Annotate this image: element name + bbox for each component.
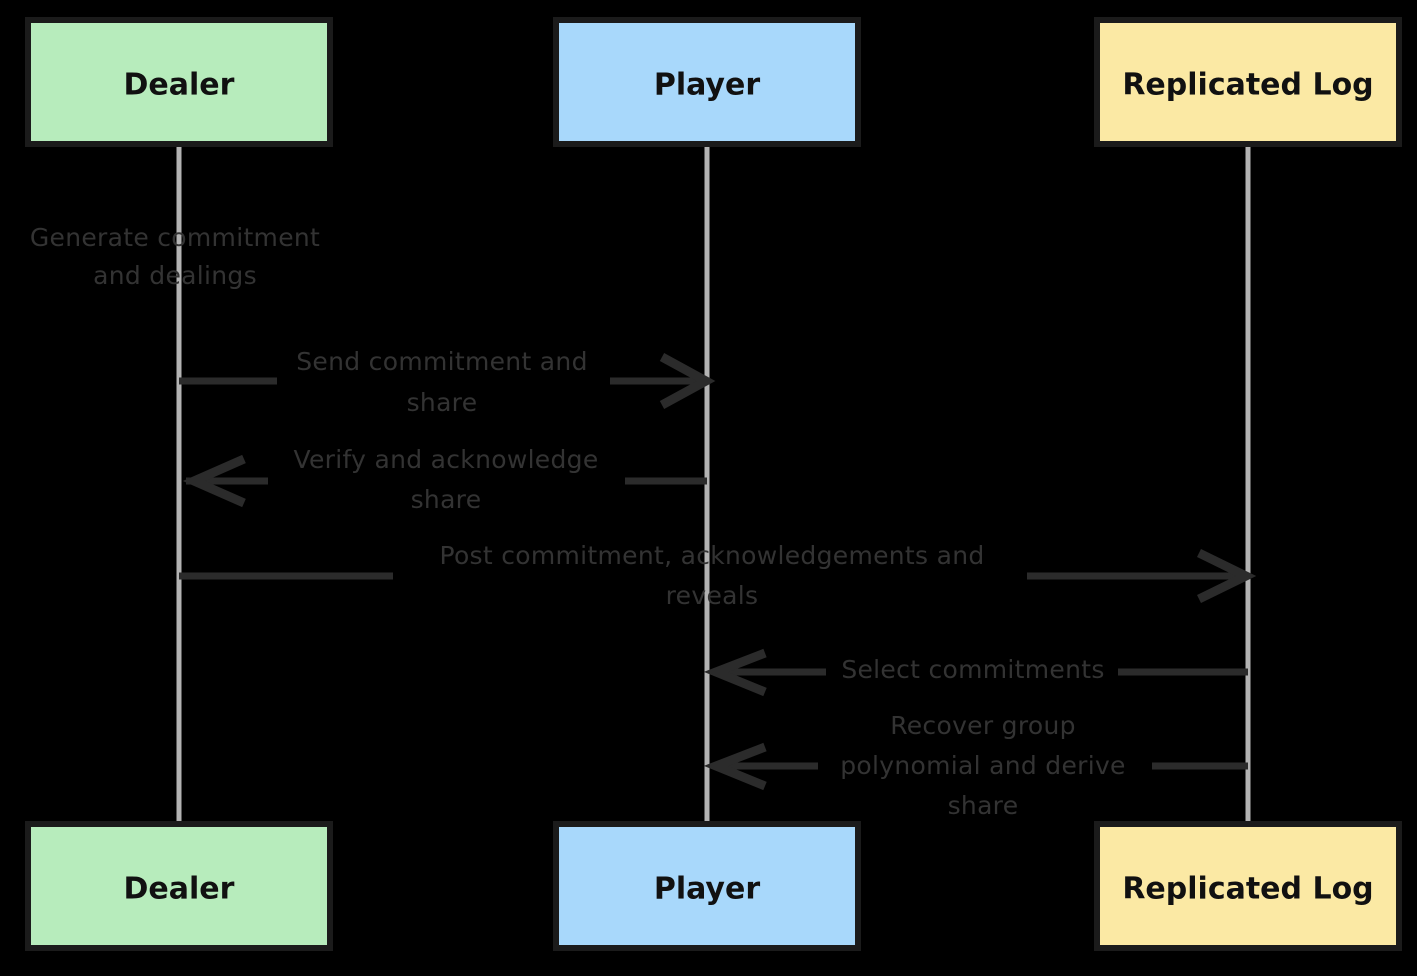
message-4-post-commitment-acknowledgements-and-reveals[interactable]: Post commitment, acknowledgements and re… <box>179 541 1257 610</box>
actor-dealer-top-box[interactable] <box>25 17 333 147</box>
actor-boxes-bottom: Dealer Player Replicated Log <box>25 821 1402 951</box>
actor-dealer-top-label: Dealer <box>124 68 235 103</box>
message-2-arrowhead-right-icon <box>659 353 716 409</box>
actor-player-bottom-box[interactable] <box>553 821 861 951</box>
actor-player-bottom-label: Player <box>654 872 760 907</box>
message-1-generate-commitment[interactable]: Generate commitment and dealings <box>30 223 320 290</box>
actor-replicated-log-top-label: Replicated Log <box>1122 68 1373 103</box>
actor-player-top-label: Player <box>654 68 760 103</box>
actor-player-bottom[interactable]: Player <box>553 821 861 951</box>
actor-replicated-log-bottom[interactable]: Replicated Log <box>1094 821 1402 951</box>
actor-replicated-log-top-box[interactable] <box>1094 17 1402 147</box>
message-4-label-line-2: reveals <box>666 581 759 610</box>
message-3-verify-and-acknowledge-share[interactable]: Verify and acknowledge share <box>182 445 707 514</box>
message-4-arrowhead-right-icon <box>1197 548 1257 604</box>
actor-dealer-bottom[interactable]: Dealer <box>25 821 333 951</box>
actor-dealer-bottom-label: Dealer <box>124 872 235 907</box>
message-1-label-line-2: and dealings <box>93 261 257 290</box>
message-2-label-line-2: share <box>407 388 478 417</box>
message-2-label-line-1: Send commitment and <box>296 347 587 376</box>
actor-dealer-top[interactable]: Dealer <box>25 17 333 147</box>
message-5-label: Select commitments <box>841 655 1104 684</box>
message-6-recover-group-polynomial-and-derive-share[interactable]: Recover group polynomial and derive shar… <box>703 711 1248 820</box>
message-5-arrowhead-left-icon <box>703 648 767 697</box>
actor-dealer-bottom-box[interactable] <box>25 821 333 951</box>
message-4-label-line-1: Post commitment, acknowledgements and <box>439 541 984 570</box>
message-1-label-line-1: Generate commitment <box>30 223 320 252</box>
message-5-select-commitments[interactable]: Select commitments <box>703 648 1248 697</box>
actor-player-top[interactable]: Player <box>553 17 861 147</box>
actor-boxes-top: Dealer Player Replicated Log <box>25 17 1402 147</box>
actor-replicated-log-top[interactable]: Replicated Log <box>1094 17 1402 147</box>
message-3-label-line-2: share <box>411 485 482 514</box>
message-2-send-commitment-and-share[interactable]: Send commitment and share <box>179 347 716 417</box>
message-3-label-line-1: Verify and acknowledge <box>293 445 598 474</box>
lifelines <box>176 144 1251 828</box>
actor-player-top-box[interactable] <box>553 17 861 147</box>
message-6-label-line-2: polynomial and derive <box>840 751 1126 780</box>
message-3-arrowhead-left-icon <box>182 454 246 508</box>
actor-replicated-log-bottom-label: Replicated Log <box>1122 872 1373 907</box>
message-6-label-line-3: share <box>948 791 1019 820</box>
message-6-label-line-1: Recover group <box>890 711 1076 740</box>
message-6-arrowhead-left-icon <box>703 742 767 791</box>
actor-replicated-log-bottom-box[interactable] <box>1094 821 1402 951</box>
